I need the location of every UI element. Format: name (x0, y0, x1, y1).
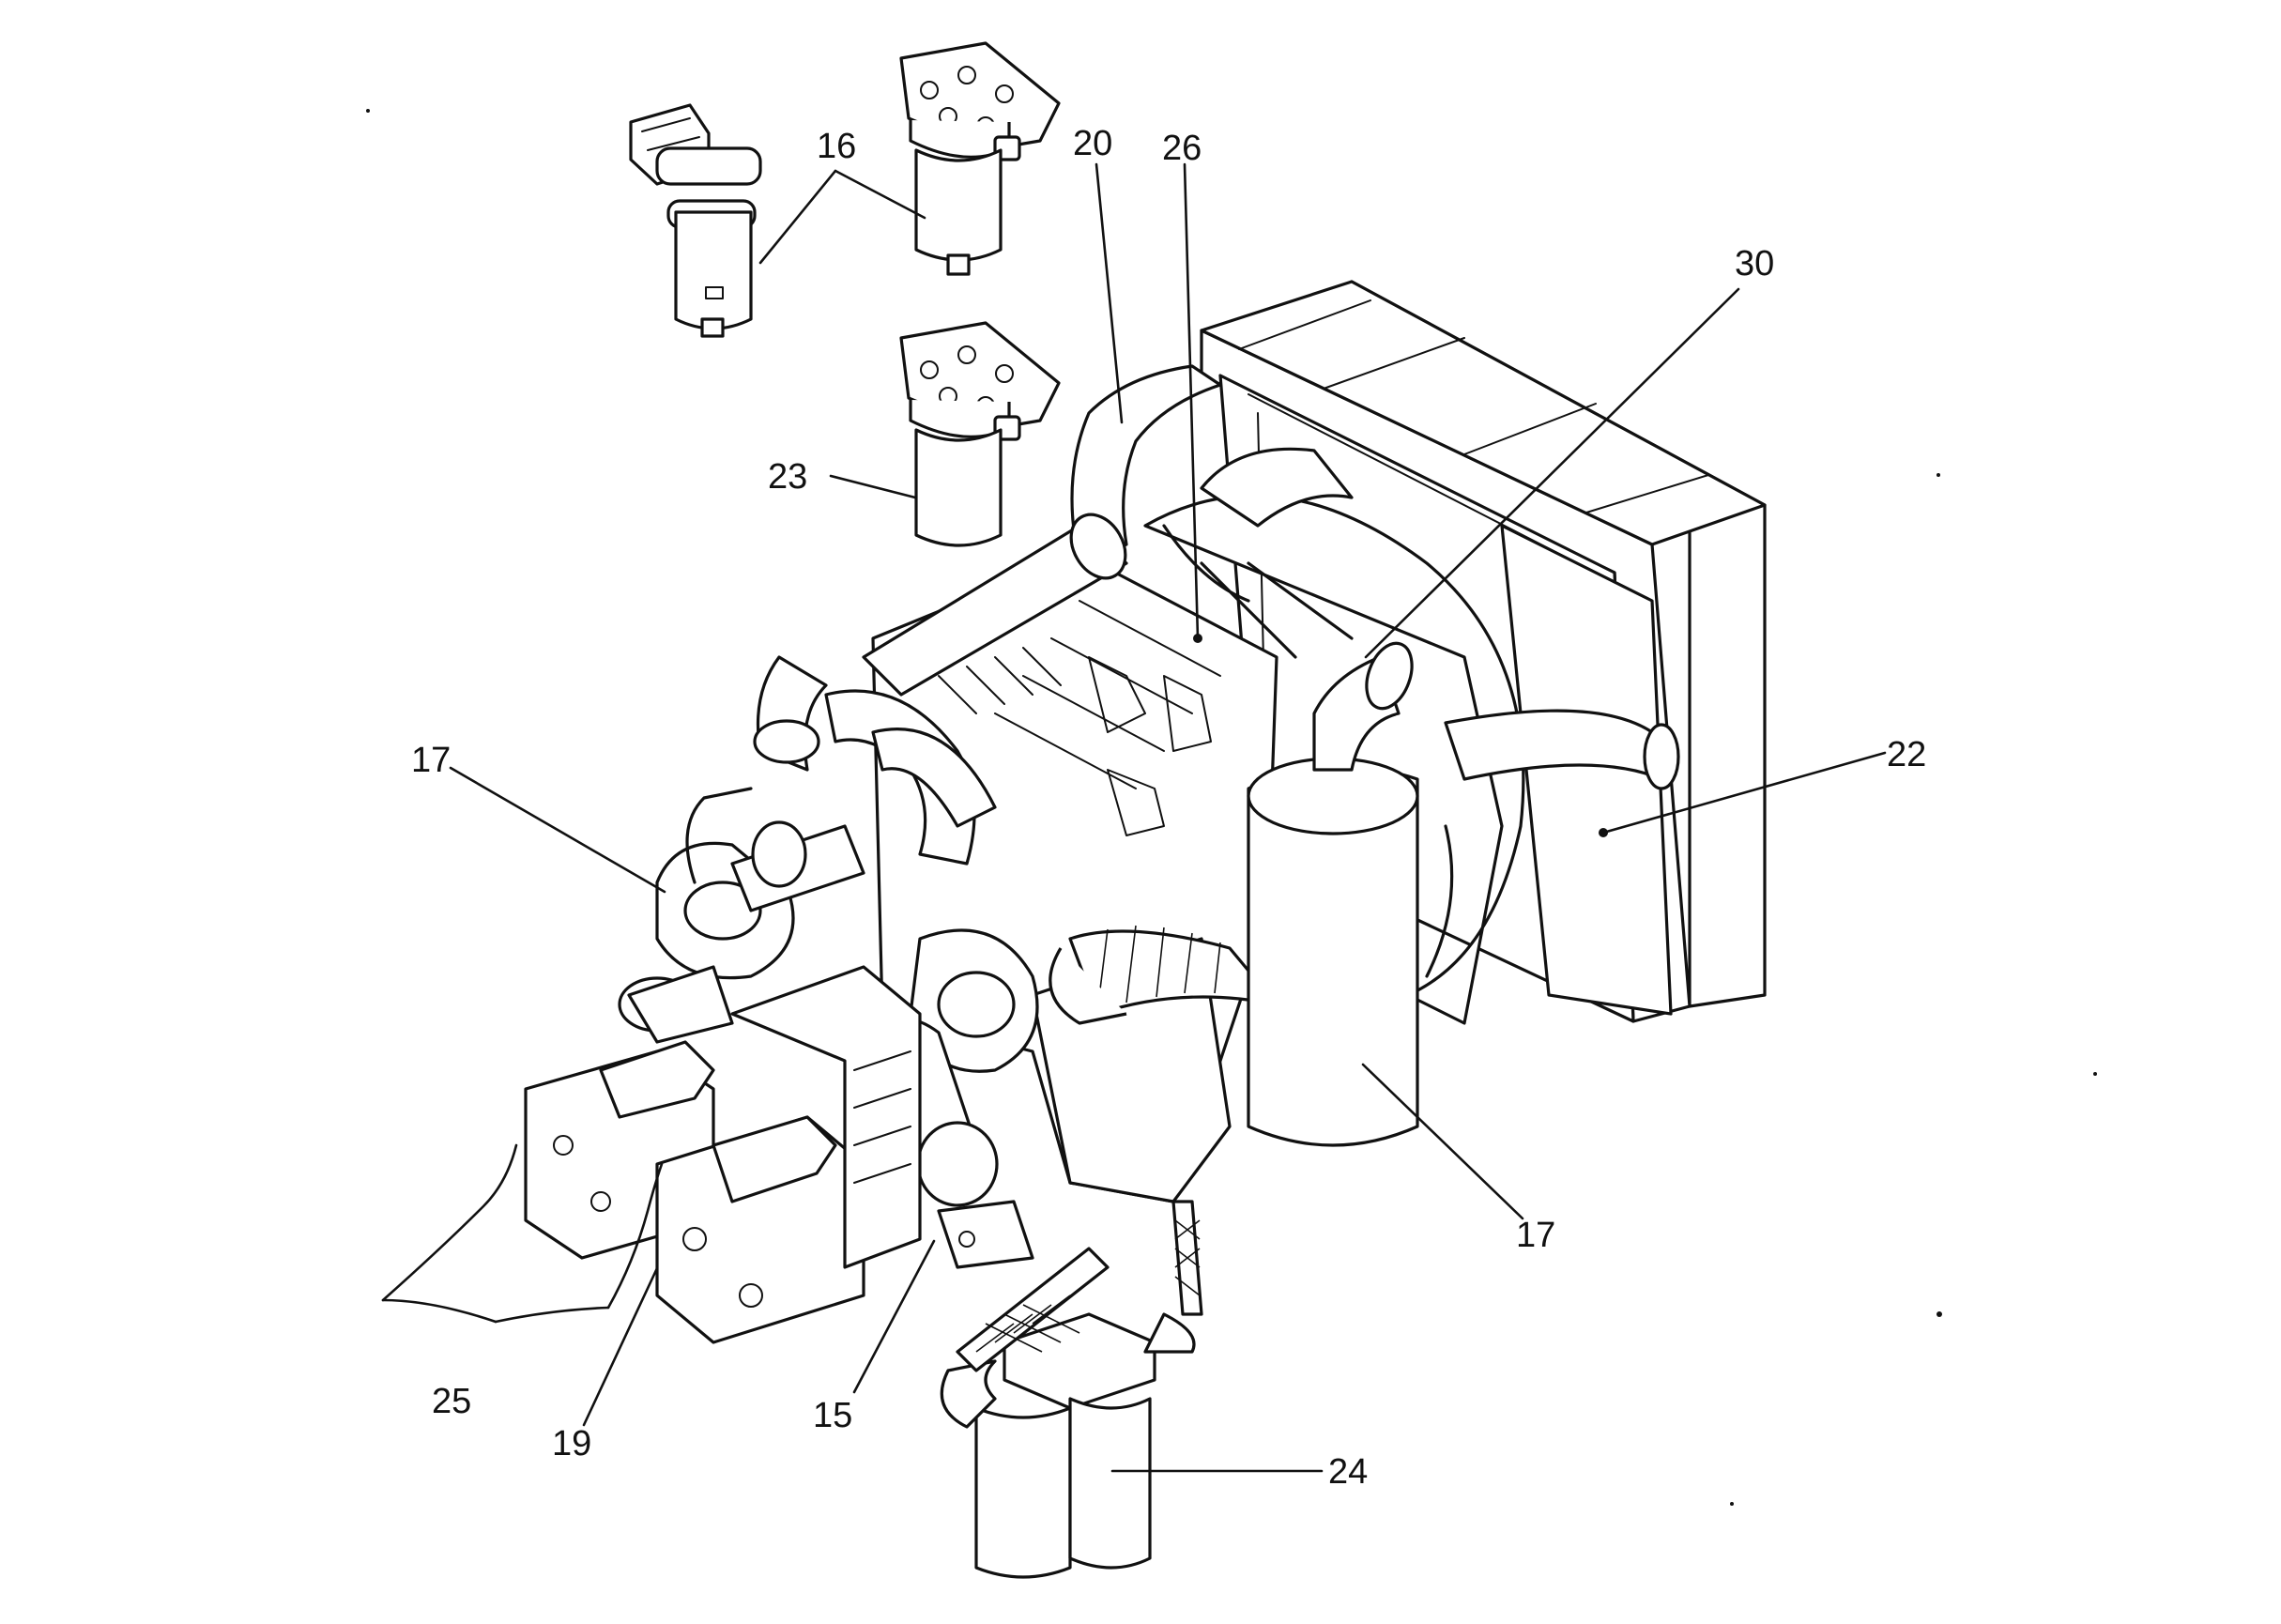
exhaust-manifold (753, 655, 997, 866)
callout-19: 19 (552, 1424, 591, 1463)
callout-16: 16 (817, 127, 856, 166)
radiator-hose (1200, 447, 1680, 790)
leader-lines (381, 162, 1887, 1473)
muffler-icon (1247, 641, 1419, 1147)
fuel-filter-icon (629, 103, 762, 338)
intake-pipe (862, 364, 1222, 697)
callout-24: 24 (1328, 1452, 1368, 1492)
callout-30: 30 (1735, 244, 1774, 283)
turbocharger (655, 787, 865, 980)
fuel-filter-icon (899, 41, 1061, 276)
callout-15: 15 (813, 1396, 852, 1435)
specks (366, 109, 2097, 1506)
callout-17-right: 17 (1516, 1216, 1555, 1255)
oil-filter-icon (940, 1200, 1203, 1579)
callout-22: 22 (1887, 735, 1926, 774)
callout-17-left: 17 (411, 741, 451, 780)
callout-20: 20 (1073, 124, 1112, 163)
callout-labels: 16 20 26 30 23 17 22 17 25 19 15 24 (411, 124, 1926, 1492)
callout-26: 26 (1162, 129, 1202, 168)
callout-23: 23 (768, 457, 807, 497)
fuel-filter-icon (899, 321, 1061, 547)
callout-25: 25 (432, 1382, 471, 1421)
hydraulic-pump-icon (524, 965, 922, 1344)
